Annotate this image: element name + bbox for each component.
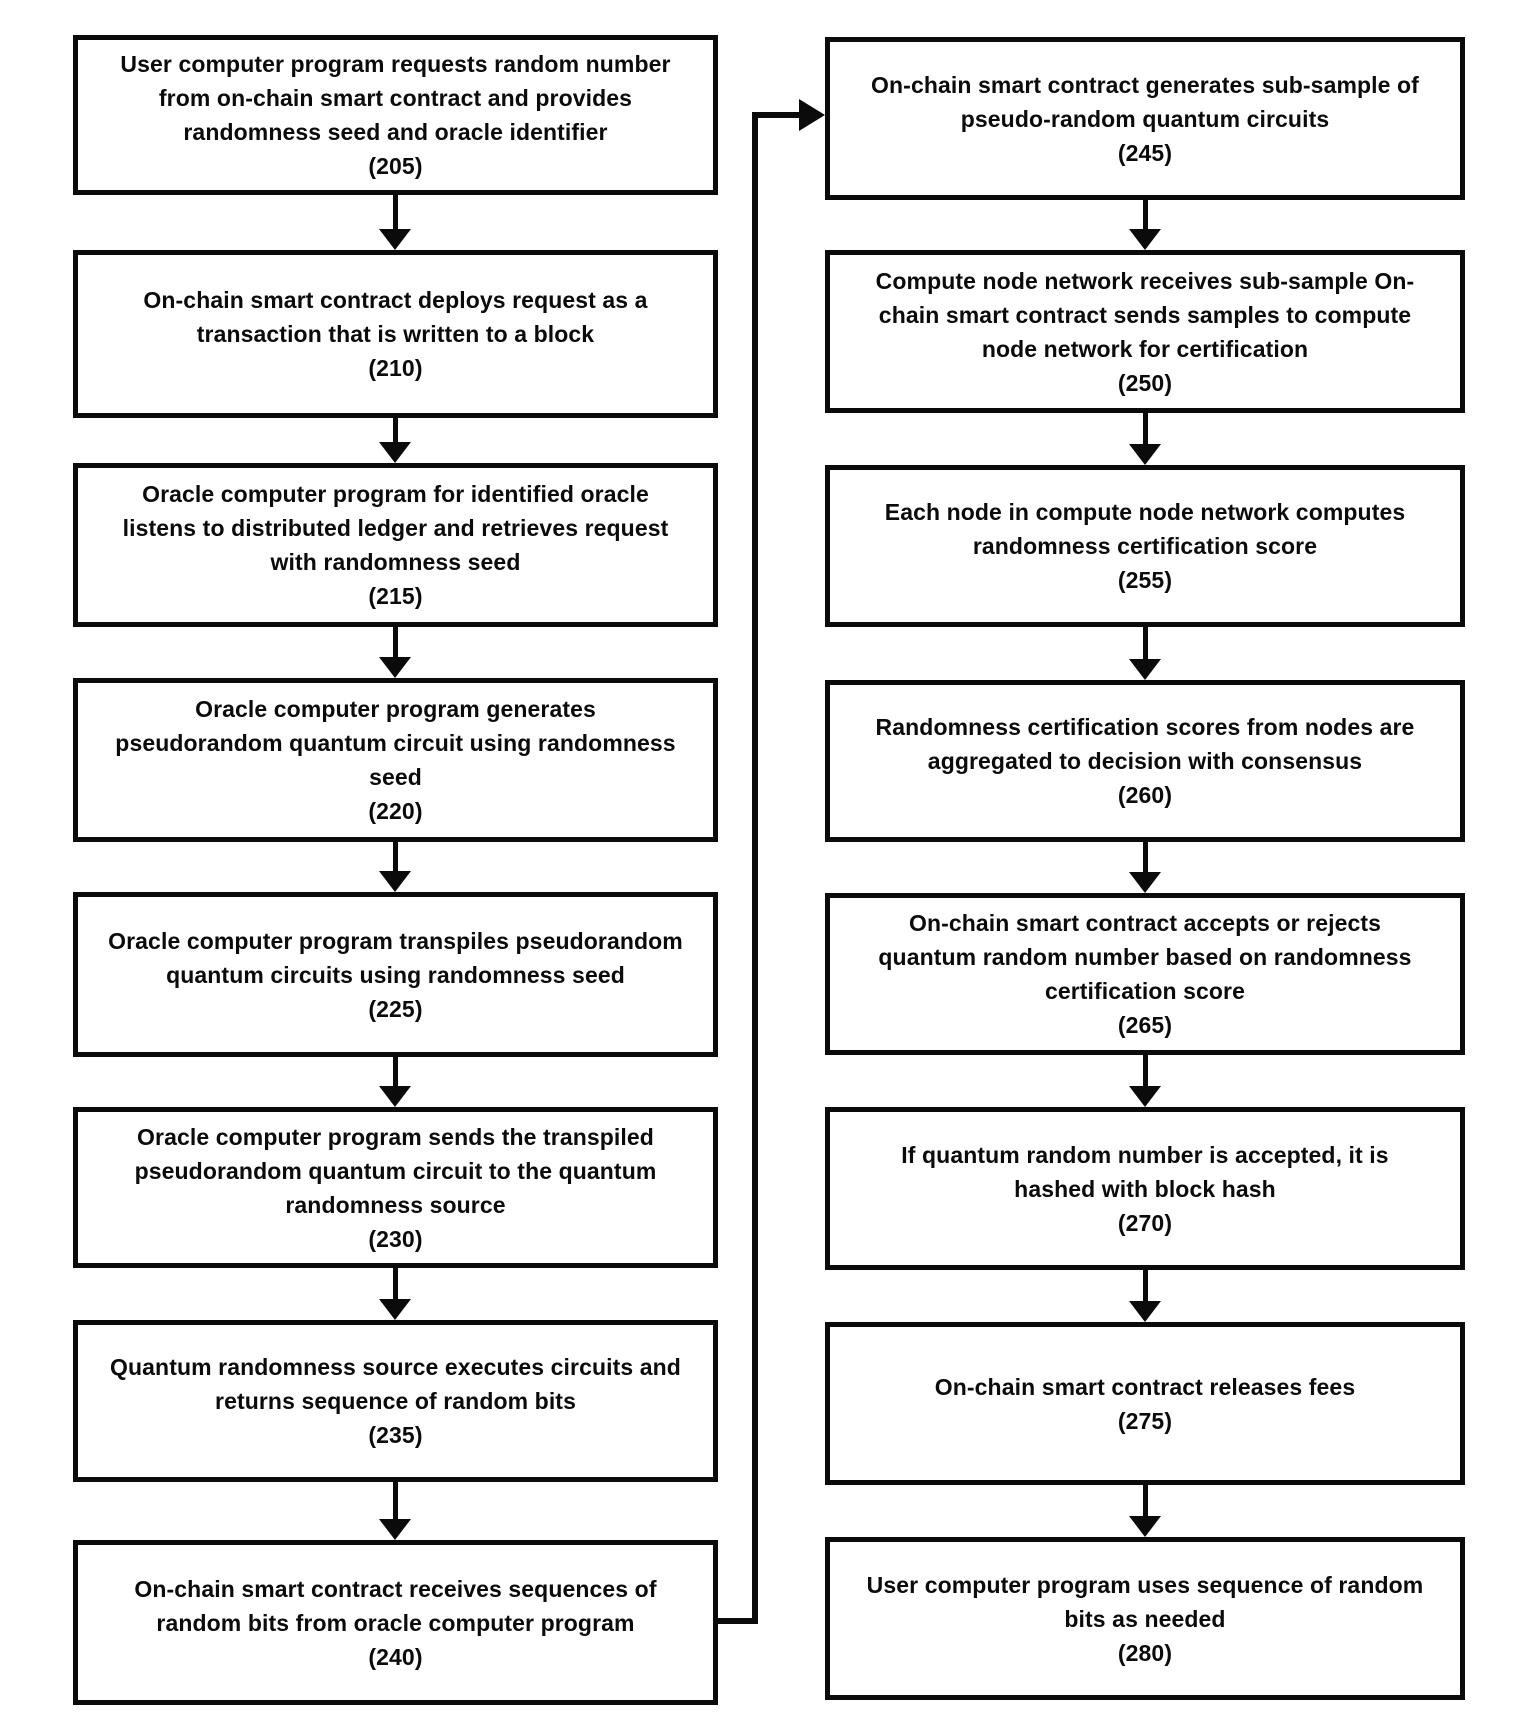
flow-box-270-ref: (270) bbox=[1117, 1209, 1173, 1236]
flow-box-205-ref: (205) bbox=[368, 153, 423, 179]
connector-arrowhead bbox=[799, 99, 825, 131]
flow-box-230-ref: (230) bbox=[368, 1225, 423, 1252]
flow-box-225-ref: (225) bbox=[368, 995, 423, 1022]
flow-box-205: User computer program requests random nu… bbox=[73, 35, 718, 195]
flow-box-250-ref: (250) bbox=[1117, 369, 1173, 396]
flow-box-220-text: Oracle computer program generates pseudo… bbox=[115, 696, 676, 790]
flow-box-205-text: User computer program requests random nu… bbox=[120, 51, 671, 145]
flow-box-280-ref: (280) bbox=[1117, 1639, 1173, 1666]
flow-box-235-text: Quantum randomness source executes circu… bbox=[110, 1354, 681, 1414]
flow-box-210-ref: (210) bbox=[368, 355, 423, 381]
connector-segment-horizontal-bottom bbox=[718, 1618, 758, 1624]
flow-box-245-text: On-chain smart contract generates sub-sa… bbox=[871, 71, 1419, 132]
flow-box-240-ref: (240) bbox=[368, 1643, 423, 1670]
flow-box-235: Quantum randomness source executes circu… bbox=[73, 1320, 718, 1482]
flow-box-265: On-chain smart contract accepts or rejec… bbox=[825, 893, 1465, 1055]
flow-box-260-text: Randomness certification scores from nod… bbox=[875, 714, 1415, 774]
flow-box-220-ref: (220) bbox=[368, 798, 423, 824]
flow-box-270: If quantum random number is accepted, it… bbox=[825, 1107, 1465, 1270]
connector-segment-vertical bbox=[752, 112, 758, 1624]
flow-box-265-text: On-chain smart contract accepts or rejec… bbox=[878, 910, 1412, 1004]
flow-box-210: On-chain smart contract deploys request … bbox=[73, 250, 718, 418]
flow-box-240-text: On-chain smart contract receives sequenc… bbox=[134, 1575, 657, 1636]
flow-box-245: On-chain smart contract generates sub-sa… bbox=[825, 37, 1465, 200]
flow-box-260-ref: (260) bbox=[1117, 782, 1173, 808]
flow-box-280: User computer program uses sequence of r… bbox=[825, 1537, 1465, 1700]
flow-box-245-ref: (245) bbox=[1117, 139, 1173, 166]
flow-box-210-text: On-chain smart contract deploys request … bbox=[143, 287, 648, 347]
flow-box-220: Oracle computer program generates pseudo… bbox=[73, 678, 718, 842]
flow-box-215-ref: (215) bbox=[368, 583, 423, 609]
flow-box-255-ref: (255) bbox=[1117, 567, 1173, 593]
flow-box-225-text: Oracle computer program transpiles pseud… bbox=[108, 927, 683, 988]
flow-box-275: On-chain smart contract releases fees (2… bbox=[825, 1322, 1465, 1485]
flow-box-235-ref: (235) bbox=[368, 1422, 423, 1448]
flow-box-275-ref: (275) bbox=[1117, 1407, 1173, 1434]
flow-box-255: Each node in compute node network comput… bbox=[825, 465, 1465, 627]
flow-box-275-text: On-chain smart contract releases fees bbox=[934, 1373, 1356, 1400]
flow-box-255-text: Each node in compute node network comput… bbox=[884, 499, 1406, 559]
flow-box-225: Oracle computer program transpiles pseud… bbox=[73, 892, 718, 1057]
flow-box-250: Compute node network receives sub-sample… bbox=[825, 250, 1465, 413]
flow-box-240: On-chain smart contract receives sequenc… bbox=[73, 1540, 718, 1705]
flow-box-230-text: Oracle computer program sends the transp… bbox=[134, 1123, 657, 1218]
flow-box-260: Randomness certification scores from nod… bbox=[825, 680, 1465, 842]
flow-box-270-text: If quantum random number is accepted, it… bbox=[901, 1141, 1389, 1202]
flow-box-215-text: Oracle computer program for identified o… bbox=[122, 481, 669, 575]
flow-box-230: Oracle computer program sends the transp… bbox=[73, 1107, 718, 1268]
flow-box-250-text: Compute node network receives sub-sample… bbox=[875, 267, 1415, 362]
flow-box-265-ref: (265) bbox=[1117, 1012, 1173, 1038]
flow-box-215: Oracle computer program for identified o… bbox=[73, 463, 718, 627]
flow-box-280-text: User computer program uses sequence of r… bbox=[866, 1571, 1424, 1632]
connector-segment-horizontal-top bbox=[752, 112, 802, 118]
